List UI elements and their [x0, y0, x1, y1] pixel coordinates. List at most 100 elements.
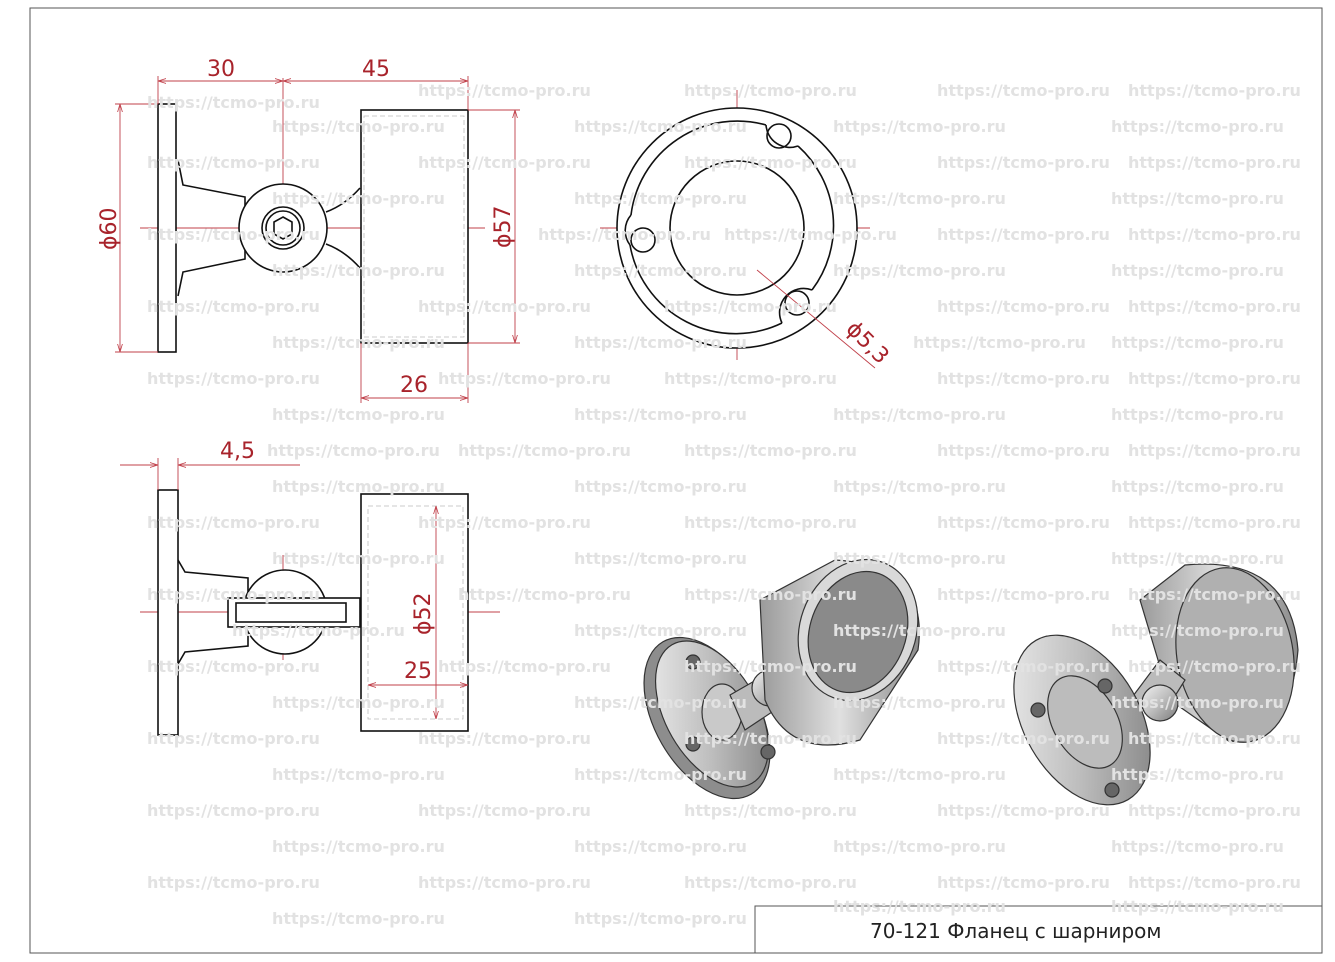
watermark-text: https://tcmo-pro.ru [684, 513, 857, 532]
watermark-text: https://tcmo-pro.ru [833, 897, 1006, 916]
watermark-text: https://tcmo-pro.ru [147, 225, 320, 244]
watermark-text: https://tcmo-pro.ru [272, 189, 445, 208]
watermark-text: https://tcmo-pro.ru [937, 369, 1110, 388]
hex-socket-icon [273, 216, 293, 240]
watermark-text: https://tcmo-pro.ru [833, 261, 1006, 280]
dim-dia57: ϕ57 [491, 205, 516, 248]
watermark-text: https://tcmo-pro.ru [937, 513, 1110, 532]
watermark-text: https://tcmo-pro.ru [574, 621, 747, 640]
watermark-text: https://tcmo-pro.ru [937, 585, 1110, 604]
watermark-text: https://tcmo-pro.ru [833, 189, 1006, 208]
watermark-text: https://tcmo-pro.ru [937, 873, 1110, 892]
watermark-text: https://tcmo-pro.ru [147, 153, 320, 172]
watermark-text: https://tcmo-pro.ru [937, 441, 1110, 460]
watermark-text: https://tcmo-pro.ru [1128, 441, 1301, 460]
isometric-view-back [1013, 563, 1299, 806]
isometric-view-front [643, 558, 920, 800]
watermark-text: https://tcmo-pro.ru [147, 729, 320, 748]
watermark-text: https://tcmo-pro.ru [1111, 693, 1284, 712]
watermark-text: https://tcmo-pro.ru [664, 297, 837, 316]
watermark-text: https://tcmo-pro.ru [937, 657, 1110, 676]
watermark-text: https://tcmo-pro.ru [147, 801, 320, 820]
watermark-text: https://tcmo-pro.ru [684, 153, 857, 172]
watermark-text: https://tcmo-pro.ru [833, 621, 1006, 640]
watermark-text: https://tcmo-pro.ru [1111, 897, 1284, 916]
watermark-text: https://tcmo-pro.ru [147, 93, 320, 112]
watermark-text: https://tcmo-pro.ru [147, 585, 320, 604]
watermark-text: https://tcmo-pro.ru [724, 225, 897, 244]
watermark-text: https://tcmo-pro.ru [684, 657, 857, 676]
watermark-text: https://tcmo-pro.ru [1128, 369, 1301, 388]
watermark-text: https://tcmo-pro.ru [1128, 873, 1301, 892]
watermark-text: https://tcmo-pro.ru [267, 441, 440, 460]
watermark-text: https://tcmo-pro.ru [574, 549, 747, 568]
watermark-text: https://tcmo-pro.ru [684, 441, 857, 460]
watermark-text: https://tcmo-pro.ru [684, 729, 857, 748]
watermark-text: https://tcmo-pro.ru [1111, 405, 1284, 424]
dim-25: 25 [404, 659, 432, 684]
watermark-text: https://tcmo-pro.ru [418, 297, 591, 316]
watermark-text: https://tcmo-pro.ru [272, 117, 445, 136]
watermark-text: https://tcmo-pro.ru [272, 837, 445, 856]
watermark-text: https://tcmo-pro.ru [574, 837, 747, 856]
dim-dia52: ϕ52 [411, 592, 436, 635]
watermark-text: https://tcmo-pro.ru [538, 225, 711, 244]
watermark-text: https://tcmo-pro.ru [937, 297, 1110, 316]
watermark-text: https://tcmo-pro.ru [272, 549, 445, 568]
watermark-text: https://tcmo-pro.ru [1111, 765, 1284, 784]
watermark-text: https://tcmo-pro.ru [418, 153, 591, 172]
watermark-text: https://tcmo-pro.ru [458, 585, 631, 604]
watermark-text: https://tcmo-pro.ru [833, 765, 1006, 784]
watermark-text: https://tcmo-pro.ru [1111, 261, 1284, 280]
dim-4-5: 4,5 [220, 439, 255, 464]
watermark-text: https://tcmo-pro.ru [1128, 81, 1301, 100]
flange-view: ϕ5,3 [600, 90, 893, 369]
watermark-text: https://tcmo-pro.ru [684, 585, 857, 604]
watermark-text: https://tcmo-pro.ru [147, 513, 320, 532]
watermark-text: https://tcmo-pro.ru [458, 441, 631, 460]
watermark-text: https://tcmo-pro.ru [664, 369, 837, 388]
watermark-text: https://tcmo-pro.ru [1111, 117, 1284, 136]
watermark-text: https://tcmo-pro.ru [574, 477, 747, 496]
watermark-text: https://tcmo-pro.ru [833, 549, 1006, 568]
watermark-text: https://tcmo-pro.ru [272, 261, 445, 280]
watermark-text: https://tcmo-pro.ru [418, 873, 591, 892]
side-view: 4,5 ϕ52 25 [120, 439, 500, 736]
dim-26: 26 [400, 373, 428, 398]
watermark-text: https://tcmo-pro.ru [1128, 729, 1301, 748]
top-view: 30 45 ϕ60 ϕ57 26 [97, 57, 520, 403]
watermark-text: https://tcmo-pro.ru [438, 369, 611, 388]
watermark-text: https://tcmo-pro.ru [272, 765, 445, 784]
title-block: 70-121 Фланец с шарниром [754, 905, 1323, 954]
watermark-text: https://tcmo-pro.ru [1128, 225, 1301, 244]
watermark-text: https://tcmo-pro.ru [1128, 657, 1301, 676]
watermark-text: https://tcmo-pro.ru [438, 657, 611, 676]
watermark-text: https://tcmo-pro.ru [1128, 585, 1301, 604]
dim-30: 30 [207, 57, 235, 82]
watermark-text: https://tcmo-pro.ru [1111, 189, 1284, 208]
watermark-text: https://tcmo-pro.ru [418, 81, 591, 100]
watermark-text: https://tcmo-pro.ru [272, 909, 445, 928]
watermark-text: https://tcmo-pro.ru [147, 369, 320, 388]
drawing-border [29, 7, 1323, 954]
watermark-text: https://tcmo-pro.ru [574, 333, 747, 352]
watermark-text: https://tcmo-pro.ru [1128, 153, 1301, 172]
watermark-text: https://tcmo-pro.ru [147, 297, 320, 316]
watermark-text: https://tcmo-pro.ru [833, 477, 1006, 496]
watermark-text: https://tcmo-pro.ru [1111, 621, 1284, 640]
watermark-text: https://tcmo-pro.ru [913, 333, 1086, 352]
watermark-text: https://tcmo-pro.ru [574, 909, 747, 928]
watermark-text: https://tcmo-pro.ru [937, 153, 1110, 172]
watermark-text: https://tcmo-pro.ru [1111, 549, 1284, 568]
watermark-text: https://tcmo-pro.ru [1111, 477, 1284, 496]
watermark-text: https://tcmo-pro.ru [684, 81, 857, 100]
watermark-text: https://tcmo-pro.ru [937, 81, 1110, 100]
watermark-text: https://tcmo-pro.ru [1128, 801, 1301, 820]
watermark-text: https://tcmo-pro.ru [272, 405, 445, 424]
watermark-text: https://tcmo-pro.ru [833, 405, 1006, 424]
watermark-text: https://tcmo-pro.ru [684, 873, 857, 892]
watermark-text: https://tcmo-pro.ru [574, 261, 747, 280]
watermark-text: https://tcmo-pro.ru [272, 333, 445, 352]
